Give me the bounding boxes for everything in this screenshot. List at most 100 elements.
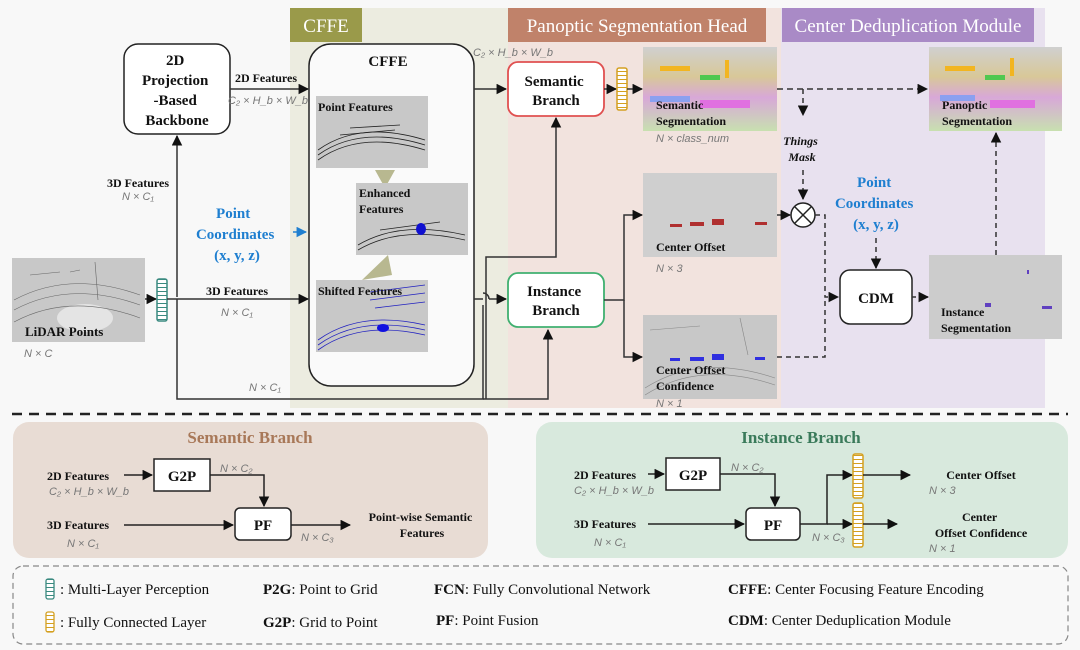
legend-g2p: G2P: Grid to Point [263, 615, 378, 631]
legend-cffe: CFFE: Center Focusing Feature Encoding [728, 582, 984, 598]
id-in3d-dim: N × C₁ [594, 537, 626, 549]
sd-pf-label: PF [254, 518, 272, 534]
legend-box [12, 565, 1069, 645]
cdm-section-title: Center Deduplication Module [795, 16, 1022, 37]
enhanced-center-point [416, 223, 426, 235]
bottom-bypass-line [176, 299, 484, 400]
semantic-branch-label: Semantic Branch [525, 74, 588, 109]
semantic-segmentation-dim: N × class_num [656, 133, 729, 145]
bottom-to-instance-line [483, 328, 554, 400]
legend-mlp-text: : Multi-Layer Perception [60, 582, 210, 598]
sd-g2p-label: G2P [168, 469, 196, 485]
cffe-section-header [290, 8, 362, 42]
lidar-ground-blob [57, 304, 113, 332]
sd-in2d-dim: C₂ × H_b × W_b [49, 486, 129, 498]
sd-in3d-label: 3D Features [47, 518, 109, 532]
instance-branch-label: Instance Branch [527, 284, 585, 319]
instance-segmentation-image [929, 255, 1062, 339]
cdm-point-coordinates-label: Point Coordinates (x, y, z) [835, 175, 917, 233]
head-section-title: Panoptic Segmentation Head [527, 16, 748, 37]
sd-in2d-label: 2D Features [47, 469, 109, 483]
sd-output-label: Point-wise Semantic Features [369, 510, 476, 540]
instance-detail-title: Instance Branch [741, 428, 861, 447]
mlp-block [156, 278, 168, 322]
feat3d-mid-label: 3D Features [206, 284, 268, 298]
instance-segmentation-label: Instance Segmentation [941, 305, 1011, 335]
lidar-dim: N × C [24, 348, 52, 360]
enhanced-features-image [356, 183, 468, 255]
id-out2-dim: N × 1 [929, 543, 956, 555]
cffe-out-dim: C₂ × H_b × W_b [473, 47, 553, 59]
cdm-box-label: CDM [858, 291, 894, 307]
point-coordinates-label: Point Coordinates (x, y, z) [196, 206, 278, 264]
things-mask-label: Things Mask [783, 134, 821, 164]
center-offset-image [643, 173, 777, 257]
instance-to-semantic-feed-line [485, 116, 562, 399]
legend-cdm: CDM: Center Deduplication Module [728, 613, 951, 629]
line-hop [482, 292, 490, 300]
shifted-features-label: Shifted Features [318, 284, 402, 298]
lidar-scan-lines [13, 261, 141, 323]
feat3d-up-label: 3D Features [107, 176, 169, 190]
point-features-scan [317, 124, 426, 161]
legend-fcn: FCN: Fully Convolutional Network [434, 582, 651, 598]
enhanced-features-scan [357, 221, 466, 251]
semantic-segmentation-image [643, 47, 777, 131]
conf-to-cdm-dashed [777, 297, 826, 358]
semseg-colored-points [650, 60, 750, 108]
enhance-arrow-bottom [362, 255, 392, 280]
point-features-label: Point Features [318, 100, 393, 114]
sd-g2p-dim: N × C₂ [220, 463, 253, 475]
center-offset-dim: N × 3 [656, 263, 683, 275]
multiply-to-cdm-dashed [815, 214, 840, 303]
semantic-detail-title: Semantic Branch [187, 428, 313, 447]
sd-pf-dim: N × C₃ [301, 532, 334, 544]
panoptic-colored-points [940, 58, 1035, 108]
center-conf-points [670, 354, 765, 361]
head-section-header [508, 8, 766, 42]
id-g2p-to-pf-arrow [720, 473, 781, 508]
sd-pf-box[interactable] [234, 507, 292, 541]
sd-in3d-dim: N × C₁ [67, 538, 99, 550]
shifted-center-point [377, 324, 389, 332]
legend-fc-text: : Fully Connected Layer [60, 615, 206, 631]
semantic-detail-panel [13, 422, 488, 558]
legend-fc-icon [45, 611, 55, 633]
id-g2p-label: G2P [679, 468, 707, 484]
center-conf-label: Center Offset Confidence [656, 363, 728, 393]
backbone-label: 2D Projection -Based Backbone [142, 53, 212, 129]
cffe-section-title: CFFE [303, 16, 348, 37]
lidar-label: LiDAR Points [25, 324, 103, 339]
id-out2-label: Center Offset Confidence [935, 510, 1028, 540]
legend-mlp-icon [45, 578, 55, 600]
multiply-icon [790, 202, 816, 228]
fc-block-semantic [616, 67, 628, 111]
id-g2p-dim: N × C₂ [731, 462, 764, 474]
feat2d-dim: C₂ × H_b × W_b [228, 95, 308, 107]
id-in2d-label: 2D Features [574, 468, 636, 482]
center-conf-dim: N × 1 [656, 398, 683, 410]
id-pf-dim: N × C₃ [812, 532, 845, 544]
panoptic-segmentation-image [929, 47, 1062, 131]
id-in2d-dim: C₂ × H_b × W_b [574, 485, 654, 497]
id-out1-dim: N × 3 [929, 485, 956, 497]
center-offset-points [670, 219, 767, 227]
feat3d-up-dim: N × C₁ [122, 191, 154, 203]
cdm-section-header [782, 8, 1034, 42]
sd-g2p-to-pf-arrow [210, 474, 270, 508]
feat3d-mid-dim: N × C₁ [221, 307, 253, 319]
center-offset-label: Center Offset [656, 240, 725, 254]
fc-block-offset [852, 453, 864, 499]
instance-to-conf-arrow [623, 300, 644, 363]
center-conf-scan [644, 317, 776, 396]
shifted-features-scan [317, 284, 426, 351]
semantic-segmentation-label: Semantic Segmentation [656, 98, 726, 128]
id-pf-label: PF [764, 518, 782, 534]
enhance-arrow-top [375, 170, 395, 188]
feat2d-label: 2D Features [235, 71, 297, 85]
legend-p2g: P2G: Point to Grid [263, 582, 378, 598]
panoptic-segmentation-label: Panoptic Segmentation [942, 98, 1012, 128]
id-out1-label: Center Offset [946, 468, 1015, 482]
